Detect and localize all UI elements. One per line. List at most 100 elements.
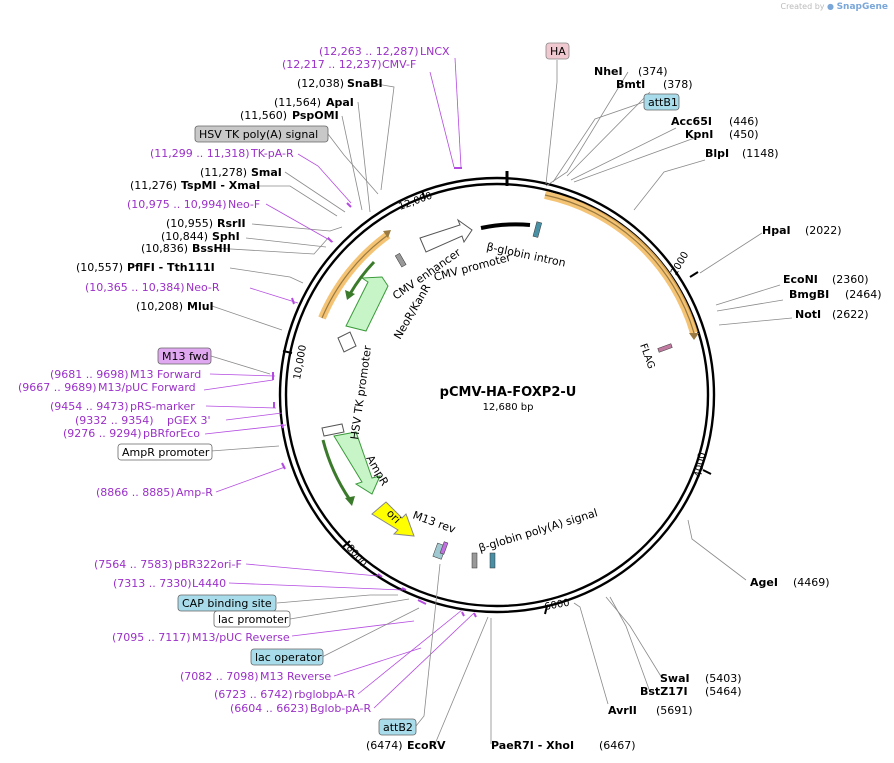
tick-8000 [342, 540, 351, 548]
primer-ticks [272, 167, 477, 618]
label-lac-promoter: lac promoter [218, 613, 289, 626]
enzyme-pos: (5691) [656, 704, 693, 717]
enzyme-name: NotI [795, 308, 821, 321]
primer-name: TK-pA-R [250, 147, 294, 160]
ori-feature [371, 501, 415, 537]
credit-brand: SnapGene [836, 2, 888, 12]
primer-range: (6723 .. 6742) [214, 688, 293, 701]
enzyme-leaders [211, 71, 793, 745]
primer-range: (9681 .. 9698) [50, 368, 129, 381]
enzyme-pos: (11,564) [274, 96, 321, 109]
primer-range: (9332 .. 9354) [75, 414, 154, 427]
ampr-feature [333, 431, 381, 495]
enzyme-pos: (10,955) [166, 217, 213, 230]
primer-range: (6604 .. 6623) [230, 702, 309, 715]
box-lac-operator [250, 648, 324, 666]
enzyme-name: SphI [212, 230, 240, 243]
tick-2000 [689, 271, 699, 278]
neor-orf-core [321, 234, 389, 319]
tick-label-4000: 4000 [693, 452, 708, 479]
enzyme-pos: (5403) [705, 672, 742, 685]
enzyme-name: EcoRV [407, 739, 446, 752]
attb1-marker [532, 221, 543, 238]
enzyme-name: BlpI [705, 147, 729, 160]
enzyme-name: SwaI [660, 672, 690, 685]
plasmid-size: 12,680 bp [483, 402, 534, 413]
primer-range: (7313 .. 7330) [113, 577, 192, 590]
enzyme-pos: (374) [638, 65, 668, 78]
label-hsv-tk-promoter: HSV TK promoter [348, 344, 374, 440]
neor-orf-arrow-icon [383, 230, 391, 238]
enzyme-pos: (378) [663, 78, 693, 91]
primer-name: CMV-F [382, 58, 416, 71]
enzyme-name: KpnI [685, 128, 713, 141]
enzyme-pos: (4469) [793, 576, 830, 589]
enzyme-name: BssHII [192, 242, 231, 255]
enzyme-name: SmaI [251, 166, 282, 179]
foxp2-orf-core [544, 194, 695, 334]
primer-range: (7082 .. 7098) [180, 670, 259, 683]
primer-name: M13 Reverse [260, 670, 331, 683]
box-ha [545, 42, 570, 60]
label-ampr-promoter: AmpR promoter [122, 446, 210, 459]
tick-12000 [421, 190, 426, 200]
primer-name: pRS-marker [130, 400, 195, 413]
primer-name: M13 Forward [130, 368, 201, 381]
primer-range: (12,263 .. 12,287) [319, 45, 419, 58]
primer-range: (10,975 .. 10,994) [127, 198, 227, 211]
enzyme-pos: (10,557) [76, 261, 123, 274]
enzyme-name: AvrII [608, 704, 637, 717]
primer-range: (11,299 .. 11,318) [150, 147, 250, 160]
tick-4000 [702, 469, 712, 475]
primer-name: pBRforEco [143, 427, 200, 440]
enzyme-pos: (11,278) [200, 166, 247, 179]
box-ampr-promoter [117, 443, 213, 461]
enzyme-pos: (2022) [805, 224, 842, 237]
primer-name: rbglobpA-R [294, 688, 355, 701]
cmv-enhancer-feature [419, 218, 473, 253]
enzyme-labels: NheI (374) BmtI (378) Acc65I (446) KpnI … [76, 65, 882, 752]
primer-range: (7095 .. 7117) [112, 631, 191, 644]
hsv-tk-promoter-feature [337, 331, 357, 353]
boxed-features: HA attB1 HSV TK poly(A) signal M13 fwd A… [117, 42, 680, 736]
box-attb1 [643, 93, 680, 111]
label-lac-operator: lac operator [255, 651, 322, 664]
tick-label-2000: 2000 [669, 250, 691, 278]
primer-name: M13/pUC Forward [98, 381, 196, 394]
tick-10000 [282, 350, 293, 354]
enzyme-name: BmgBI [789, 288, 829, 301]
primer-range: (8866 .. 8885) [96, 486, 175, 499]
snapgene-logo-icon: ● [827, 2, 835, 11]
label-hsv-tk-polya: HSV TK poly(A) signal [199, 128, 318, 141]
enzyme-pos: (11,560) [240, 109, 287, 122]
primer-name: Bglob-pA-R [310, 702, 372, 715]
tick-6000 [544, 605, 548, 615]
enzyme-pos: (11,276) [130, 179, 177, 192]
enzyme-pos: (1148) [742, 147, 779, 160]
primer-range: (9667 .. 9689) [18, 381, 97, 394]
box-m13-fwd [157, 347, 212, 365]
enzyme-pos: (2360) [832, 273, 869, 286]
enzyme-name: PaeR7I - XhoI [491, 739, 574, 752]
label-flag: FLAG [637, 342, 656, 370]
neor-kanr-feature [345, 276, 389, 332]
primer-range: (7564 .. 7583) [94, 558, 173, 571]
primer-name: L4440 [192, 577, 226, 590]
enzyme-pos: (10,208) [136, 300, 183, 313]
tick-label-8000: 8000 [344, 543, 369, 570]
plasmid-name: pCMV-HA-FOXP2-U [440, 385, 577, 400]
primer-leaders [203, 57, 475, 709]
enzyme-pos: (2622) [832, 308, 869, 321]
enzyme-name: HpaI [762, 224, 791, 237]
primer-range: (9454 .. 9473) [50, 400, 129, 413]
ampr-green-line [321, 439, 352, 501]
enzyme-pos: (6474) [366, 739, 403, 752]
tick-label-10000: 10,000 [292, 344, 309, 380]
enzyme-pos: (10,844) [161, 230, 208, 243]
enzyme-name: RsrII [217, 217, 246, 230]
enzyme-pos: (5464) [705, 685, 742, 698]
backbone-inner [284, 182, 710, 608]
enzyme-name: SnaBI [347, 77, 383, 90]
label-attb2: attB2 [383, 721, 413, 734]
